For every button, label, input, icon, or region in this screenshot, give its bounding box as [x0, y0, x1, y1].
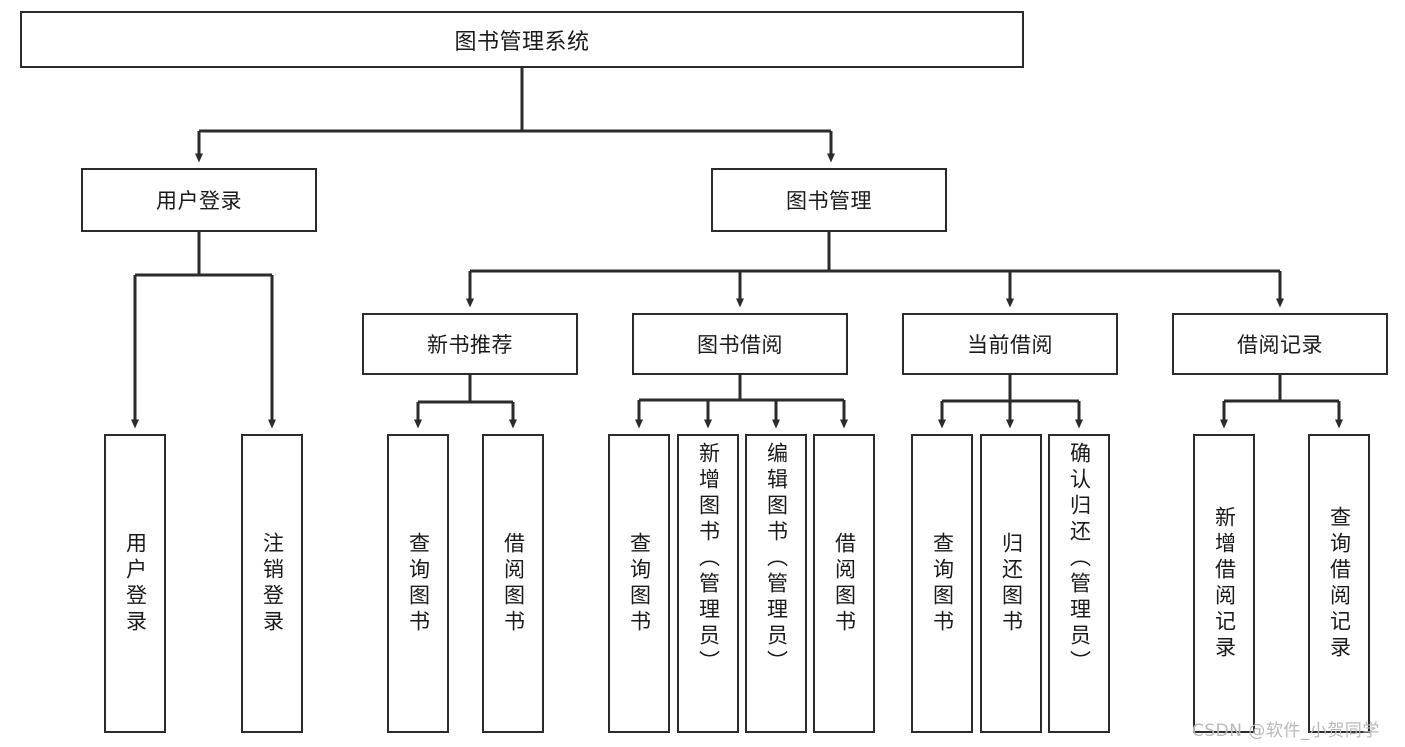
node-root-label: 图书管理系统 — [454, 29, 590, 55]
node-book-borrow[interactable]: 图书借阅 — [632, 313, 848, 375]
node-book-management-label: 图书管理 — [786, 189, 872, 213]
node-leaf-confirm-return[interactable]: 确认归还（管理员） — [1048, 434, 1110, 733]
node-leaf-add-book-label: 新增图书（管理员） — [696, 442, 721, 676]
node-leaf-borrow-book-1[interactable]: 借阅图书 — [482, 434, 544, 733]
node-leaf-query-book-2[interactable]: 查询图书 — [608, 434, 670, 733]
watermark: CSDN @软件_小贺同学 — [1192, 721, 1380, 741]
node-leaf-borrow-book-2-label: 借阅图书 — [832, 531, 857, 636]
node-book-management[interactable]: 图书管理 — [711, 168, 947, 232]
node-borrow-record-label: 借阅记录 — [1237, 333, 1323, 357]
node-user-login-label: 用户登录 — [156, 189, 242, 213]
node-new-book-recommend[interactable]: 新书推荐 — [362, 313, 578, 375]
node-leaf-borrow-book-2[interactable]: 借阅图书 — [813, 434, 875, 733]
node-leaf-query-book-1[interactable]: 查询图书 — [387, 434, 449, 733]
node-leaf-logout-login[interactable]: 注销登录 — [241, 434, 303, 733]
node-leaf-add-book[interactable]: 新增图书（管理员） — [677, 434, 739, 733]
node-leaf-query-book-3[interactable]: 查询图书 — [911, 434, 973, 733]
node-root[interactable]: 图书管理系统 — [20, 11, 1024, 68]
node-leaf-logout-login-label: 注销登录 — [260, 531, 285, 636]
node-leaf-query-record[interactable]: 查询借阅记录 — [1308, 434, 1370, 733]
node-leaf-return-book[interactable]: 归还图书 — [980, 434, 1042, 733]
node-leaf-add-record[interactable]: 新增借阅记录 — [1193, 434, 1255, 733]
node-new-book-recommend-label: 新书推荐 — [427, 333, 513, 357]
node-current-borrow[interactable]: 当前借阅 — [902, 313, 1118, 375]
node-borrow-record[interactable]: 借阅记录 — [1172, 313, 1388, 375]
node-leaf-add-record-label: 新增借阅记录 — [1212, 505, 1237, 662]
node-leaf-user-login[interactable]: 用户登录 — [104, 434, 166, 733]
node-leaf-user-login-label: 用户登录 — [123, 531, 148, 636]
node-leaf-query-book-1-label: 查询图书 — [406, 531, 431, 636]
node-user-login[interactable]: 用户登录 — [81, 168, 317, 232]
node-current-borrow-label: 当前借阅 — [967, 333, 1053, 357]
node-leaf-edit-book-label: 编辑图书（管理员） — [764, 442, 789, 676]
node-leaf-query-book-2-label: 查询图书 — [627, 531, 652, 636]
node-leaf-borrow-book-1-label: 借阅图书 — [501, 531, 526, 636]
node-leaf-return-book-label: 归还图书 — [999, 531, 1024, 636]
node-leaf-query-book-3-label: 查询图书 — [930, 531, 955, 636]
node-leaf-confirm-return-label: 确认归还（管理员） — [1067, 442, 1092, 676]
node-leaf-query-record-label: 查询借阅记录 — [1327, 505, 1352, 662]
node-book-borrow-label: 图书借阅 — [697, 333, 783, 357]
node-leaf-edit-book[interactable]: 编辑图书（管理员） — [745, 434, 807, 733]
